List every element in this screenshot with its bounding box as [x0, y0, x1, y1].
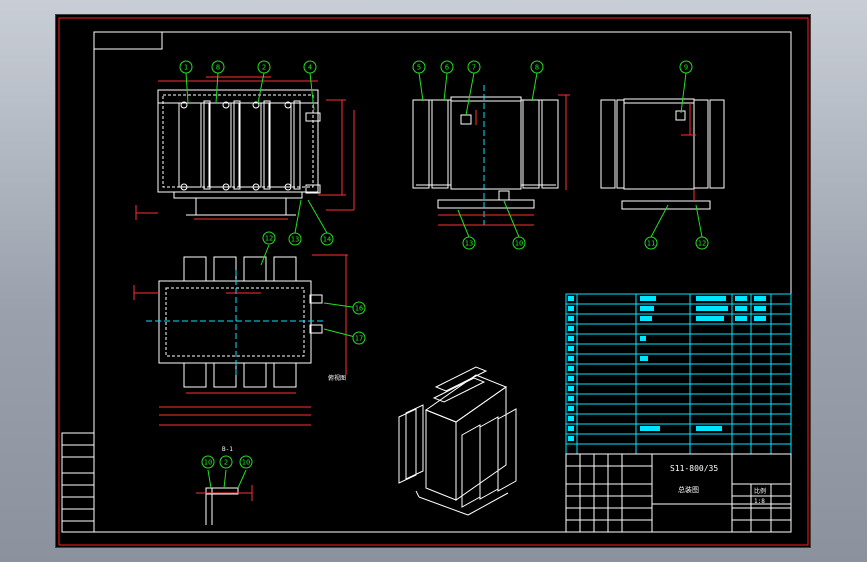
transformer-assembly-drawing: 1 8 2 4 13 14 5 6 7 8 13 10 9 11 12 12 16 17 10 2 10 俯视图 B-1… [58, 17, 809, 546]
title-block-scale-value: 1:8 [754, 498, 765, 505]
plan-view-centerlines [146, 270, 326, 375]
parts-table-entries [568, 296, 766, 441]
callout-label: 4 [308, 64, 312, 72]
title-block-scale-label: 比例 [754, 487, 766, 495]
callout-label: 9 [684, 64, 688, 72]
callout-bubble [644, 236, 658, 250]
plan-view-leaders [260, 244, 360, 339]
end-view [600, 98, 725, 210]
sheet-inner-border [93, 31, 792, 533]
callout-label: 8 [535, 64, 539, 72]
title-block [565, 453, 792, 533]
sheet-outer-border [58, 17, 809, 546]
callout-bubble [179, 60, 193, 74]
callout-bubble [679, 60, 693, 74]
callout-layer: 1 8 2 4 13 14 5 6 7 8 13 10 9 11 12 12 16 17 10 2 10 [179, 60, 709, 469]
callout-label: 7 [472, 64, 476, 72]
cad-viewport[interactable]: 1 8 2 4 13 14 5 6 7 8 13 10 9 11 12 12 16 17 10 2 10 俯视图 B-1… [55, 14, 811, 548]
callout-bubble [530, 60, 544, 74]
side-view-leaders [418, 72, 538, 238]
callout-bubble [303, 60, 317, 74]
revision-block [61, 432, 95, 533]
callout-label: 10 [515, 240, 523, 248]
callout-bubble [320, 232, 334, 246]
callout-bubble [201, 455, 215, 469]
callout-bubble [412, 60, 426, 74]
plan-note: 俯视图 [328, 374, 346, 382]
callout-bubble [695, 236, 709, 250]
callout-bubble [211, 60, 225, 74]
detail-view [205, 487, 239, 525]
callout-bubble [440, 60, 454, 74]
callout-bubble [352, 301, 366, 315]
front-view-dimensions [135, 76, 355, 220]
callout-label: 11 [647, 240, 655, 248]
callout-label: 17 [355, 335, 363, 343]
plan-view [158, 256, 323, 388]
front-view [157, 89, 321, 216]
callout-label: 16 [355, 305, 363, 313]
callout-bubble [462, 236, 476, 250]
parts-table [565, 293, 792, 455]
callout-label: 6 [445, 64, 449, 72]
end-view-dimensions [681, 103, 696, 201]
drawing-number-box [93, 31, 163, 50]
callout-bubble [219, 455, 233, 469]
callout-label: 10 [242, 459, 250, 467]
callout-label: 2 [262, 64, 266, 72]
end-view-leaders [650, 72, 703, 238]
callout-label: 2 [224, 459, 228, 467]
callout-bubble [512, 236, 526, 250]
isometric-view [398, 366, 517, 516]
callout-label: 1 [184, 64, 188, 72]
callout-label: 13 [291, 236, 299, 244]
detail-label: B-1 [222, 446, 233, 453]
callout-label: 12 [698, 240, 706, 248]
callout-label: 5 [417, 64, 421, 72]
callout-label: 13 [465, 240, 473, 248]
side-view [412, 96, 559, 209]
callout-bubble [288, 232, 302, 246]
detail-view-dimensions [196, 485, 253, 501]
plan-view-dimensions [133, 254, 348, 426]
callout-label: 10 [204, 459, 212, 467]
callout-bubble [352, 331, 366, 345]
callout-label: 12 [265, 235, 273, 243]
callout-bubble [257, 60, 271, 74]
title-block-model: S11-800/35 [670, 464, 718, 473]
front-view-leaders [185, 72, 328, 234]
callout-label: 8 [216, 64, 220, 72]
callout-bubble [239, 455, 253, 469]
side-view-dimensions [438, 94, 570, 226]
callout-bubble [262, 231, 276, 245]
detail-view-leaders [207, 469, 247, 489]
callout-bubble [467, 60, 481, 74]
callout-label: 14 [323, 236, 331, 244]
title-block-subtitle: 总装图 [678, 485, 699, 494]
